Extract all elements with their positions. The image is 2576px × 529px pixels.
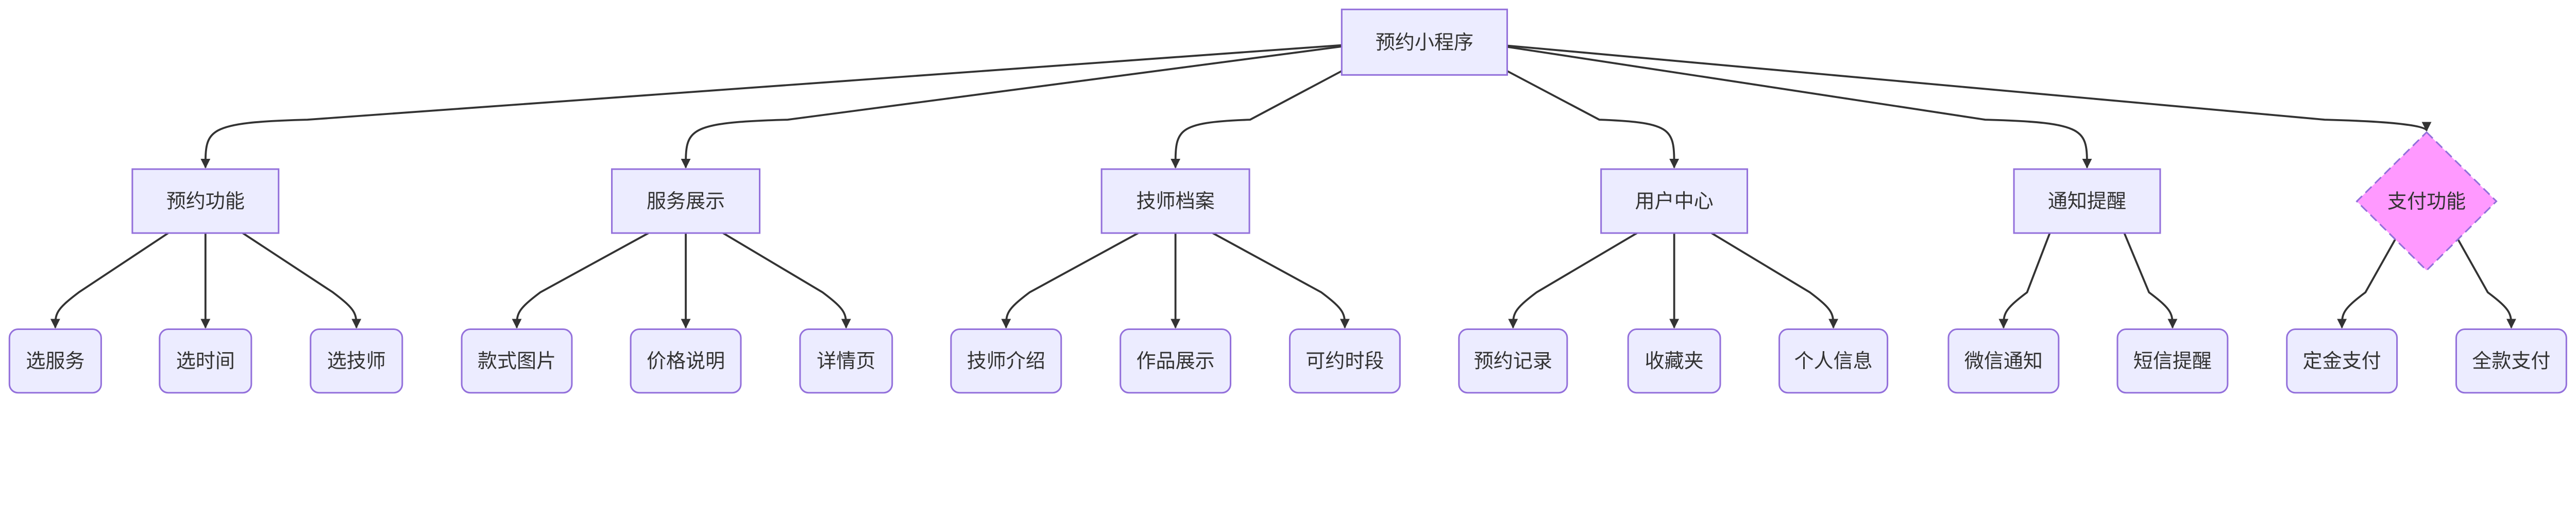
edge-root-to-branch xyxy=(681,45,1342,169)
edge-branch-to-leaf xyxy=(1508,232,1638,329)
node-leaf-label: 选服务 xyxy=(26,350,84,372)
node-leaf-label: 收藏夹 xyxy=(1645,350,1704,372)
node-branch-decision-shape xyxy=(2355,131,2498,272)
node-leaf-shape xyxy=(2455,328,2567,394)
node-leaf[interactable]: 选服务 xyxy=(8,328,102,394)
edge-branch-to-leaf xyxy=(242,232,362,329)
node-leaf-label: 技师介绍 xyxy=(967,350,1045,372)
node-leaf-label: 选技师 xyxy=(327,350,386,372)
node-leaf[interactable]: 微信通知 xyxy=(1947,328,2060,394)
node-root-shape xyxy=(1341,8,1508,76)
node-branch-shape xyxy=(1100,168,1250,234)
node-leaf-label: 全款支付 xyxy=(2472,350,2550,372)
edge-root-to-branch xyxy=(1507,44,2432,132)
node-leaf-shape xyxy=(1627,328,1721,394)
node-leaf-shape xyxy=(630,328,742,394)
node-leaf-label: 选时间 xyxy=(176,350,235,372)
node-leaf[interactable]: 技师介绍 xyxy=(950,328,1062,394)
node-leaf-shape xyxy=(1947,328,2060,394)
node-branch-shape xyxy=(1600,168,1749,234)
node-leaf-shape xyxy=(799,328,893,394)
node-branch-label: 预约功能 xyxy=(166,190,245,212)
node-branch[interactable]: 技师档案 xyxy=(1100,168,1250,234)
edges xyxy=(50,44,2516,329)
node-root[interactable]: 预约小程序 xyxy=(1341,8,1508,76)
node-leaf[interactable]: 预约记录 xyxy=(1458,328,1568,394)
edge-branch-to-leaf xyxy=(1212,232,1350,329)
node-leaf[interactable]: 作品展示 xyxy=(1120,328,1232,394)
node-leaf-shape xyxy=(310,328,403,394)
edge-branch-to-leaf xyxy=(512,232,649,329)
node-root-label: 预约小程序 xyxy=(1376,31,1473,54)
node-leaf-label: 详情页 xyxy=(817,350,875,372)
node-leaf[interactable]: 选时间 xyxy=(159,328,252,394)
node-leaf-shape xyxy=(1289,328,1401,394)
edge-branch-to-leaf xyxy=(2457,239,2516,329)
node-leaf-label: 个人信息 xyxy=(1794,350,1872,372)
node-leaf-label: 微信通知 xyxy=(1964,350,2043,372)
node-leaf-label: 可约时段 xyxy=(1306,350,1384,372)
node-branch[interactable]: 用户中心 xyxy=(1600,168,1749,234)
node-branch-label: 技师档案 xyxy=(1136,190,1214,212)
node-leaf-shape xyxy=(1120,328,1232,394)
node-leaf[interactable]: 价格说明 xyxy=(630,328,742,394)
node-branch-shape xyxy=(131,168,280,234)
edge-branch-to-leaf xyxy=(50,232,169,329)
edge-branch-to-leaf xyxy=(1710,232,1839,329)
node-leaf-label: 短信提醒 xyxy=(2133,350,2212,372)
edge-branch-to-leaf xyxy=(1998,233,2051,329)
node-leaf-shape xyxy=(2116,328,2229,394)
node-leaf-shape xyxy=(2286,328,2398,394)
node-leaf[interactable]: 可约时段 xyxy=(1289,328,1401,394)
edge-root-to-branch xyxy=(200,44,1342,169)
edge-root-to-branch xyxy=(1171,70,1343,169)
edge-branch-to-leaf xyxy=(1001,232,1139,329)
node-branch-shape xyxy=(2013,168,2161,234)
node-leaf-label: 价格说明 xyxy=(647,350,725,372)
node-branch[interactable]: 预约功能 xyxy=(131,168,280,234)
node-leaf[interactable]: 个人信息 xyxy=(1778,328,1889,394)
edge-branch-to-leaf xyxy=(2123,233,2178,329)
node-branch[interactable]: 服务展示 xyxy=(611,168,761,234)
edge-branch-to-leaf xyxy=(2337,239,2396,329)
node-branch-label: 通知提醒 xyxy=(2048,190,2126,212)
node-leaf[interactable]: 收藏夹 xyxy=(1627,328,1721,394)
node-leaf[interactable]: 全款支付 xyxy=(2455,328,2567,394)
node-leaf[interactable]: 定金支付 xyxy=(2286,328,2398,394)
node-leaf-shape xyxy=(159,328,252,394)
node-leaf-shape xyxy=(8,328,102,394)
edge-branch-to-leaf xyxy=(722,232,851,329)
node-leaf-shape xyxy=(1778,328,1889,394)
node-leaf-label: 款式图片 xyxy=(478,350,556,372)
node-leaf-shape xyxy=(461,328,573,394)
node-leaf-label: 预约记录 xyxy=(1474,350,1552,372)
node-branch-decision-label: 支付功能 xyxy=(2387,190,2466,212)
node-branch-decision[interactable]: 支付功能 xyxy=(2355,131,2498,272)
node-leaf[interactable]: 详情页 xyxy=(799,328,893,394)
node-leaf[interactable]: 短信提醒 xyxy=(2116,328,2229,394)
node-leaf-label: 定金支付 xyxy=(2303,350,2381,372)
edge-root-to-branch xyxy=(1507,46,2092,169)
node-leaf-shape xyxy=(1458,328,1568,394)
node-branch[interactable]: 通知提醒 xyxy=(2013,168,2161,234)
node-leaf-shape xyxy=(950,328,1062,394)
node-leaf[interactable]: 选技师 xyxy=(310,328,403,394)
node-branch-label: 服务展示 xyxy=(647,190,725,212)
edge-root-to-branch xyxy=(1506,70,1680,169)
node-leaf[interactable]: 款式图片 xyxy=(461,328,573,394)
node-leaf-label: 作品展示 xyxy=(1136,350,1214,372)
node-branch-shape xyxy=(611,168,761,234)
node-branch-label: 用户中心 xyxy=(1635,190,1714,212)
